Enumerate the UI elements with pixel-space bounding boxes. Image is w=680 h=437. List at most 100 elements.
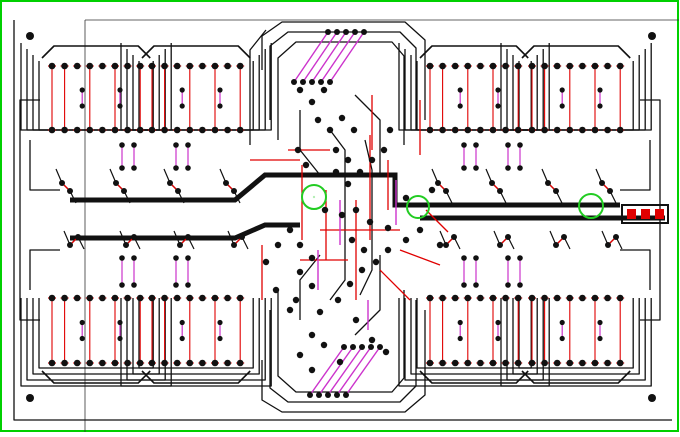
pad [297, 242, 303, 248]
pad [185, 234, 191, 240]
pad [237, 360, 244, 367]
pad [541, 63, 548, 70]
pad [217, 336, 222, 341]
pad [489, 180, 495, 186]
pad [185, 142, 191, 148]
pad [321, 342, 327, 348]
diagonal-link [328, 347, 362, 395]
pad [309, 283, 315, 289]
pad [334, 29, 340, 35]
pad [309, 367, 315, 373]
pad [597, 336, 602, 341]
pad [137, 63, 144, 70]
pad [617, 295, 624, 302]
pad [515, 360, 522, 367]
pad [387, 127, 393, 133]
diagonal-link [337, 347, 371, 395]
pad [347, 281, 353, 287]
pad [443, 242, 449, 248]
pad [465, 127, 472, 134]
pad [383, 349, 389, 355]
pad [174, 63, 181, 70]
pad [545, 180, 551, 186]
pad [185, 282, 191, 288]
pad [339, 115, 345, 121]
pad [334, 392, 340, 398]
pad [495, 103, 500, 108]
pad [541, 127, 548, 134]
pad [237, 63, 244, 70]
pad [297, 87, 303, 93]
pad [381, 147, 387, 153]
diagonal-link [330, 32, 364, 82]
pad [180, 87, 185, 92]
pad [124, 295, 131, 302]
pad [237, 127, 244, 134]
pad [490, 127, 497, 134]
diagonal-link [346, 347, 380, 395]
module-trace [139, 61, 253, 130]
pad [529, 127, 536, 134]
pad [367, 219, 373, 225]
pad [187, 63, 194, 70]
pad [161, 360, 168, 367]
pad [560, 103, 565, 108]
pad [161, 63, 168, 70]
pad [337, 359, 343, 365]
pad [517, 255, 523, 261]
pad [121, 188, 127, 194]
pad [369, 157, 375, 163]
pad [451, 234, 457, 240]
diagonal-link [312, 32, 346, 82]
pad [61, 127, 68, 134]
pad [458, 87, 463, 92]
pad [599, 180, 605, 186]
pad [465, 63, 472, 70]
module-trace [127, 49, 265, 130]
pad [61, 63, 68, 70]
pad [553, 242, 559, 248]
pad [350, 344, 356, 350]
pad [357, 169, 363, 175]
pad [429, 187, 435, 193]
pad [505, 142, 511, 148]
pad [217, 320, 222, 325]
pad [477, 127, 484, 134]
pad [403, 237, 409, 243]
pad [502, 360, 509, 367]
pad [592, 127, 599, 134]
pad [377, 344, 383, 350]
pad [567, 127, 574, 134]
pad [579, 360, 586, 367]
pad [333, 169, 339, 175]
pad [452, 360, 459, 367]
pad [617, 63, 624, 70]
center-trace [355, 95, 380, 175]
pad [617, 127, 624, 134]
pad [353, 317, 359, 323]
pad [237, 295, 244, 302]
pad [224, 63, 231, 70]
pad [131, 255, 137, 261]
pad [439, 295, 446, 302]
pad [327, 127, 333, 133]
pad [443, 188, 449, 194]
pad [117, 103, 122, 108]
pad [452, 295, 459, 302]
pad [322, 207, 328, 213]
pad [61, 295, 68, 302]
pad [604, 360, 611, 367]
pad [212, 63, 219, 70]
pad [49, 63, 56, 70]
pad [560, 336, 565, 341]
pad [473, 165, 479, 171]
pad [173, 255, 179, 261]
pad [495, 336, 500, 341]
pad [187, 295, 194, 302]
pad [515, 127, 522, 134]
pad [167, 180, 173, 186]
comp-trace [550, 231, 570, 249]
pad [607, 188, 613, 194]
pad [124, 63, 131, 70]
